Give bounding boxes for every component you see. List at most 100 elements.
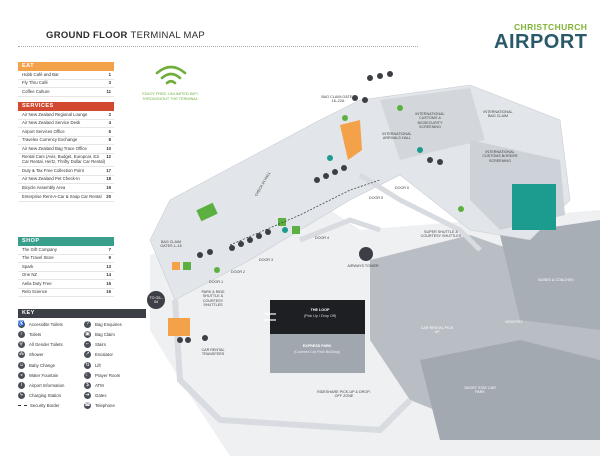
key-item-label: Accessible Toilets (29, 321, 63, 327)
shop-heading: SHOP (18, 237, 114, 246)
shop-block (278, 218, 286, 226)
key-item: ▣ Bag Claim (84, 330, 146, 339)
international-hall (380, 88, 485, 160)
legend-item-number: 4 (108, 120, 111, 126)
legend-key: KEY (18, 309, 146, 318)
legend-item-number: 10 (106, 145, 111, 151)
legend-item-number: 16 (106, 289, 111, 295)
facility-icon (229, 245, 235, 251)
services-heading: SERVICES (18, 102, 114, 111)
facility-icon (387, 71, 393, 77)
legend-row: The Travel Store 9 (18, 255, 114, 264)
legend-item-name: Rental Cars (Avis, Budget, Europcar, Ezi… (22, 154, 106, 165)
legend-item-number: 17 (106, 167, 111, 173)
teal-markers (282, 147, 423, 233)
key-item-label: All Gender Toilets (29, 342, 63, 348)
shower-icon: ⁂ (18, 351, 25, 359)
security-border (229, 179, 381, 246)
stairs-icon: ⌐ (84, 341, 91, 349)
wifi-icon (146, 64, 196, 93)
security-border-icon (18, 405, 27, 407)
key-heading: KEY (18, 309, 146, 318)
key-item: ⚥All Gender Toilets (18, 340, 80, 349)
intl-customs-lower-label: INTERNATIONAL CUSTOMS BORDER SCREENING (482, 150, 518, 163)
express-park-label: EXPRESS PARK (302, 344, 332, 348)
bag-claim-lower-label: BAG CLAIM GATES 1–15 (160, 240, 182, 249)
to-gates-label: TO G5–54 (149, 296, 163, 305)
facility-icon (256, 233, 262, 239)
telephone-icon: ☎ (84, 402, 91, 410)
title-rest: TERMINAL MAP (127, 30, 205, 41)
key-item-label: Bag Claim (95, 331, 115, 337)
page-title: GROUND FLOOR TERMINAL MAP (46, 30, 205, 41)
key-item: ↗Escalator (84, 351, 146, 360)
bag-claim-upper-label: BAG CLAIM GATES 16–22A (321, 95, 355, 104)
key-item-label: Baby Change (29, 362, 56, 368)
legend-item-name: Air New Zealand Pet Check-In (22, 176, 80, 182)
legend-item-name: The Travel Store (22, 255, 54, 261)
express-park-building (270, 333, 365, 373)
key-item-label: Prayer Room (95, 372, 121, 378)
facility-icon (327, 155, 333, 161)
legend-item-number: 9 (108, 255, 111, 261)
door-label: DOOR 6 (394, 186, 410, 190)
shop-block (183, 262, 191, 270)
legend-item-number: 7 (108, 246, 111, 252)
facility-icon (265, 229, 271, 235)
key-item: ⌐Stairs (84, 340, 146, 349)
novotel-label: NOVOTEL (505, 320, 523, 324)
buses-coaches-area (500, 220, 600, 330)
facility-icon (238, 241, 244, 247)
legend-item-number: 15 (106, 280, 111, 286)
key-item-label: Lift (95, 362, 101, 368)
charging-station-icon: ϟ (18, 392, 25, 400)
facility-icon (427, 157, 433, 163)
key-item-label: Water Fountain (29, 372, 59, 378)
park-ride-label: PARK & RIDE SHUTTLE & COURTESY SHUTTLES (201, 290, 225, 308)
shuttle-label: SUPER SHUTTLE & COURTESY SHUTTLES (420, 230, 462, 239)
key-item-label: ATM (95, 382, 104, 388)
bag-claim-icon: ▣ (84, 330, 91, 338)
facility-icon (214, 267, 220, 273)
door-label: DOOR 5 (368, 196, 384, 200)
legend-row: Travelex Currency Exchange 8 (18, 137, 114, 146)
facility-icon (397, 105, 403, 111)
shop-block (196, 202, 218, 222)
lift-icon: ⇅ (84, 361, 91, 369)
facility-icon (185, 337, 191, 343)
express-park-sub-label: (Covered Car Park Building) (293, 350, 341, 354)
legend-item-number: 3 (108, 80, 111, 86)
key-item-label: Toilets (29, 331, 42, 337)
key-item: ☺Baby Change (18, 361, 80, 370)
the-loop-block (270, 300, 365, 334)
legend-item-name: Enterprise Rent-A-Car & Snap Car Rental (22, 193, 102, 199)
key-item-label: Security Border (30, 403, 60, 409)
facility-icons (177, 71, 443, 343)
door-label: DOOR 4 (314, 236, 330, 240)
legend-item-number: 8 (108, 137, 111, 143)
legend-item-number: 13 (106, 263, 111, 269)
road-upper (358, 172, 482, 252)
information-icon: i (18, 381, 25, 389)
legend-item-name: Airport Services Office (22, 128, 65, 134)
legend-item-name: Travelex Currency Exchange (22, 137, 78, 143)
facility-icon (197, 252, 203, 258)
to-gates-marker (147, 291, 165, 309)
airways-tower-label: AIRWAYS TOWER (347, 264, 379, 268)
the-loop-label: THE LOOP (310, 308, 330, 312)
door-label: DOOR 1 (208, 280, 224, 284)
shop-block (172, 262, 180, 270)
facility-icon (247, 237, 253, 243)
the-loop-sub-label: (Pick Up / Drop Off) (303, 314, 337, 318)
